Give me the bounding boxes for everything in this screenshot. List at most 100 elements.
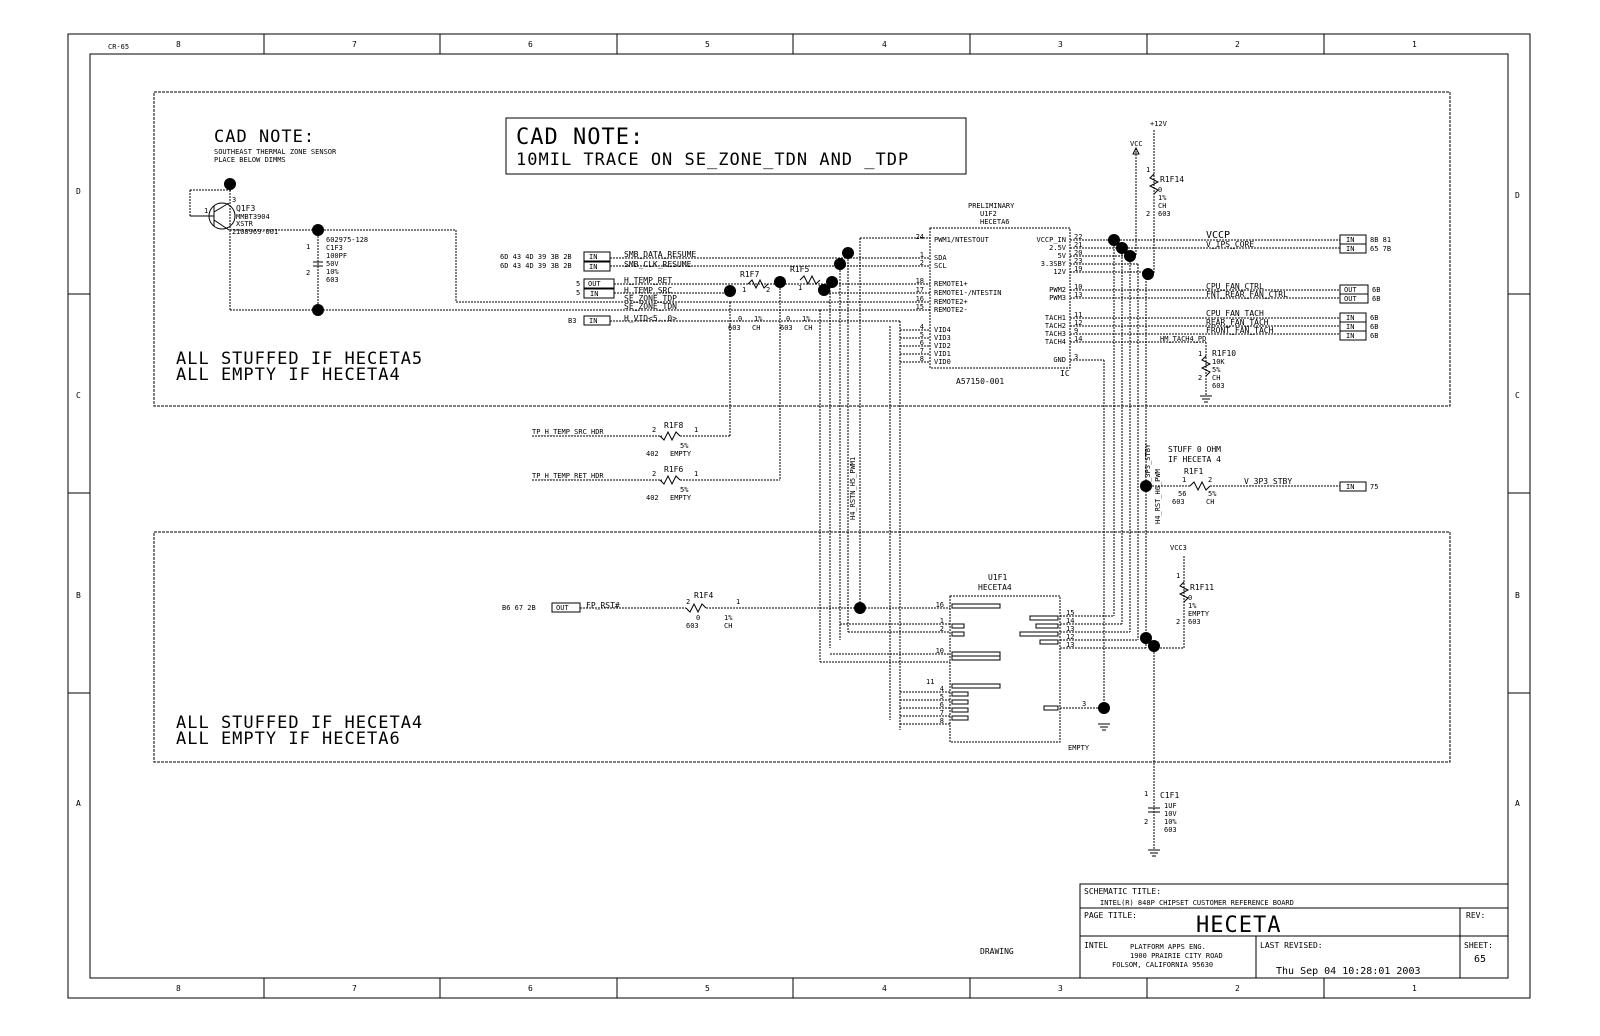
svg-text:65 7B: 65 7B	[1370, 245, 1391, 253]
page-title-label: PAGE TITLE:	[1084, 911, 1137, 920]
r1f14-resistor: R1F14 1 2 0 1% CH 603	[1146, 166, 1184, 218]
svg-text:5: 5	[576, 289, 580, 297]
note-stuff-ohm-2: IF HECETA 4	[1168, 455, 1221, 464]
u1f1-pin-stubs	[951, 603, 1059, 721]
svg-text:0: 0	[786, 315, 790, 323]
u1f2-pin-name: REMOTE2+	[934, 298, 968, 306]
col-top-1: 1	[1412, 40, 1417, 49]
svg-text:IN: IN	[589, 317, 597, 325]
r1f10-resistor: R1F10 1 2 10K 5% CH 603	[1198, 349, 1236, 390]
cad-note-1: CAD NOTE: SOUTHEAST THERMAL ZONE SENSOR …	[214, 127, 337, 164]
u1f1-pin-num: 13	[1066, 641, 1074, 649]
u1f2-pin-num: 21	[1074, 241, 1082, 249]
row-left-b: B	[76, 591, 81, 600]
drawing-label: DRAWING	[980, 947, 1014, 956]
svg-text:IN: IN	[1346, 323, 1354, 331]
svg-text:CH: CH	[1158, 202, 1166, 210]
svg-text:B3: B3	[568, 317, 576, 325]
svg-text:H_TEMP_RET: H_TEMP_RET	[624, 276, 672, 285]
row-left-c: C	[76, 391, 81, 400]
last-revised-label: LAST REVISED:	[1260, 941, 1323, 950]
svg-text:2: 2	[1146, 210, 1150, 218]
svg-text:B6 67 2B: B6 67 2B	[502, 604, 536, 612]
u1f2-pin-num: 20	[1074, 249, 1082, 257]
svg-text:HECETA6: HECETA6	[980, 218, 1010, 226]
svg-text:10V: 10V	[1164, 810, 1177, 818]
junction-12v	[1142, 268, 1154, 280]
c1f1-capacitor: C1F1 1 2 1UF 10V 10% 603	[1144, 790, 1179, 834]
svg-text:2: 2	[306, 269, 310, 277]
svg-text:5%: 5%	[680, 442, 689, 450]
u1f2-pin-num: 22	[1074, 233, 1082, 241]
svg-text:2: 2	[766, 286, 770, 294]
svg-text:R1F1: R1F1	[1184, 467, 1203, 476]
schematic-title-label: SCHEMATIC TITLE:	[1084, 887, 1161, 896]
label-v3p3-vert: V_3P3_STBY	[1144, 443, 1152, 486]
svg-text:1: 1	[1176, 572, 1180, 580]
ground-u1f1	[1098, 723, 1110, 731]
svg-text:3: 3	[232, 196, 236, 204]
svg-text:IN: IN	[590, 290, 598, 298]
svg-text:OUT: OUT	[1344, 295, 1357, 303]
svg-text:5%: 5%	[1208, 490, 1217, 498]
front-fan-tach-connector: IN 6B	[1339, 330, 1378, 341]
u1f2-pin-name: TACH4	[1045, 338, 1066, 346]
svg-text:10%: 10%	[1164, 818, 1177, 826]
svg-text:IN: IN	[1346, 483, 1354, 491]
u1f1-pin-num: 7	[940, 709, 944, 717]
u1f2-pin-name: TACH2	[1045, 322, 1066, 330]
svg-text:6B: 6B	[1370, 332, 1378, 340]
r1f5-resistor: R1F5 1 2 0 1% 603 CH	[780, 265, 822, 332]
u1f2-pin-num: 6	[920, 339, 924, 347]
u1f1-pin-num: 12	[1066, 633, 1074, 641]
v-ips-connector: IN 65 7B	[1339, 243, 1391, 254]
svg-text:OUT: OUT	[588, 280, 601, 288]
svg-text:MMBT3904: MMBT3904	[236, 213, 270, 221]
svg-text:HECETA4: HECETA4	[978, 583, 1012, 592]
u1f2-pin-num: 17	[916, 286, 924, 294]
svg-text:OUT: OUT	[556, 604, 569, 612]
svg-text:603: 603	[1188, 618, 1201, 626]
col-top-2: 2	[1235, 40, 1240, 49]
svg-text:1%: 1%	[1188, 602, 1197, 610]
u1f2-pin-name: VID2	[934, 342, 951, 350]
svg-text:CH: CH	[724, 622, 732, 630]
svg-text:6D 43 4D 39 3B 2B: 6D 43 4D 39 3B 2B	[500, 262, 572, 270]
u1f2-pin-num: 5	[920, 331, 924, 339]
svg-text:5: 5	[576, 280, 580, 288]
svg-text:1%: 1%	[802, 315, 811, 323]
sheet-number: 65	[1474, 954, 1486, 965]
label-tp-ret: TP_H_TEMP_RET_HDR	[532, 472, 604, 480]
col-bottom-7: 7	[352, 984, 357, 993]
label-vcc3: VCC3	[1170, 544, 1187, 552]
svg-text:H_TEMP_SRC: H_TEMP_SRC	[624, 286, 672, 295]
col-top-5: 5	[705, 40, 710, 49]
u1f2-pin-name: PWM1/NTESTOUT	[934, 236, 990, 244]
note-h4-empty: ALL EMPTY IF HECETA6	[176, 729, 401, 749]
svg-text:603: 603	[1158, 210, 1171, 218]
svg-text:10MIL TRACE ON SE_ZONE_TDN AND: 10MIL TRACE ON SE_ZONE_TDN AND _TDP	[516, 150, 909, 170]
svg-text:2: 2	[652, 426, 656, 434]
u1f1-pin-num: 8	[940, 717, 944, 725]
svg-text:C1F3: C1F3	[326, 244, 343, 252]
svg-text:OUT: OUT	[1344, 286, 1357, 294]
ground-r1f10	[1200, 395, 1212, 403]
svg-text:5%: 5%	[680, 486, 689, 494]
u1f2-pin-num: 13	[1074, 291, 1082, 299]
col-bottom-6: 6	[528, 984, 533, 993]
heceta4-region-box	[153, 531, 1451, 763]
svg-text:1%: 1%	[754, 315, 763, 323]
svg-text:R1F5: R1F5	[790, 265, 809, 274]
u1f1-pin-11: 11	[926, 678, 934, 686]
svg-text:603: 603	[326, 276, 339, 284]
c1f3-capacitor: 1 2 602975-128 C1F3 100PF 50V 10% 603	[306, 236, 368, 284]
row-left-d: D	[76, 187, 81, 196]
row-right-d: D	[1515, 191, 1520, 200]
u1f2-pin-name: 3.3SBY	[1041, 260, 1067, 268]
svg-text:C1F1: C1F1	[1160, 791, 1179, 800]
rear-fan-tach-connector: IN 6B	[1339, 321, 1378, 332]
